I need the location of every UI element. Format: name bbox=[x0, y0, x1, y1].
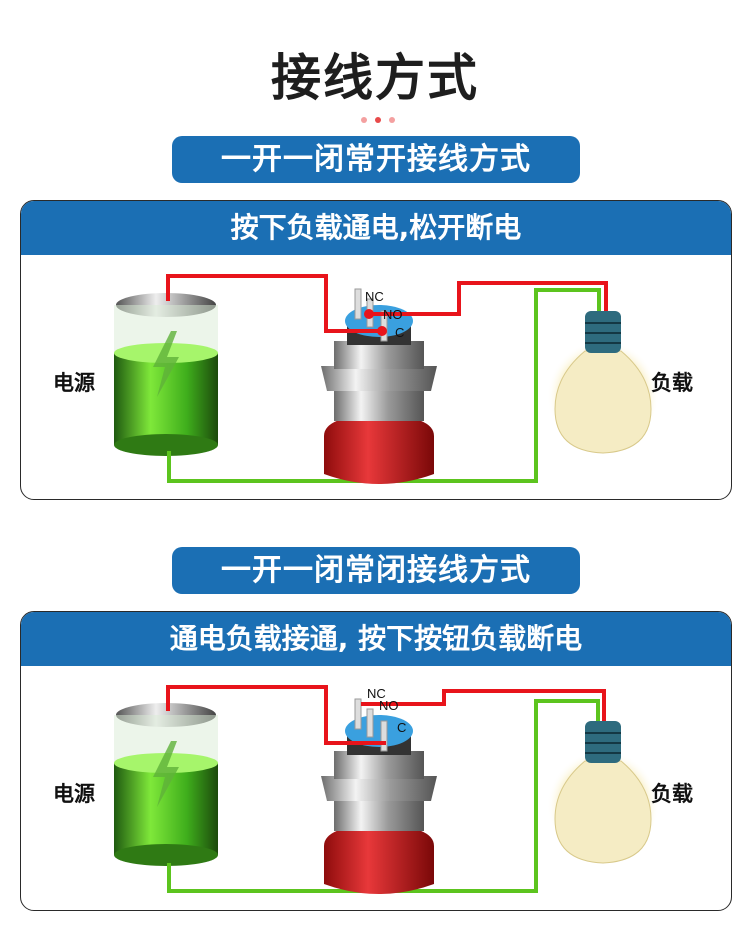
wiring-panel-normally-open: 按下负载通电,松开断电 NC NO C 电源 负载 bbox=[20, 200, 732, 500]
terminal-c-label: C bbox=[397, 720, 406, 735]
wiring-diagram: NC NO C bbox=[114, 685, 659, 894]
terminal-no-label: NO bbox=[379, 698, 399, 713]
wire-return bbox=[167, 699, 600, 893]
wire-live bbox=[361, 689, 606, 726]
wiring-panel-normally-closed: 通电负载接通, 按下按钮负载断电 NC NO C 电源 负载 bbox=[20, 611, 732, 911]
section-pill-normally-open: 一开一闭常开接线方式 bbox=[172, 136, 580, 183]
wiring-diagram: NC NO C bbox=[114, 274, 659, 484]
dot bbox=[389, 117, 395, 123]
push-button-switch-icon bbox=[321, 288, 437, 484]
terminal-dot bbox=[364, 309, 374, 319]
terminal-dot bbox=[377, 326, 387, 336]
light-bulb-icon bbox=[547, 721, 659, 864]
panel-header: 通电负载接通, 按下按钮负载断电 bbox=[21, 612, 731, 666]
section-pill-normally-closed: 一开一闭常闭接线方式 bbox=[172, 547, 580, 594]
source-label: 电源 bbox=[53, 371, 95, 395]
battery-icon bbox=[114, 703, 218, 866]
decorative-dots bbox=[361, 117, 395, 123]
wire-return bbox=[167, 288, 601, 483]
dot bbox=[375, 117, 381, 123]
load-label: 负载 bbox=[651, 782, 693, 806]
wire-live bbox=[369, 281, 608, 316]
push-button-switch-icon bbox=[321, 698, 437, 894]
terminal-c-label: C bbox=[395, 325, 404, 340]
terminal-nc-label: NC bbox=[365, 289, 384, 304]
load-label: 负载 bbox=[651, 371, 693, 395]
dot bbox=[361, 117, 367, 123]
panel-header: 按下负载通电,松开断电 bbox=[21, 201, 731, 255]
light-bulb-icon bbox=[547, 311, 659, 454]
source-label: 电源 bbox=[53, 782, 95, 806]
page-title: 接线方式 bbox=[271, 49, 479, 107]
battery-icon bbox=[114, 293, 218, 456]
wire-live bbox=[166, 274, 382, 333]
terminal-no-label: NO bbox=[383, 307, 403, 322]
wire-live bbox=[166, 685, 386, 745]
terminal-nc-label: NC bbox=[367, 686, 386, 701]
